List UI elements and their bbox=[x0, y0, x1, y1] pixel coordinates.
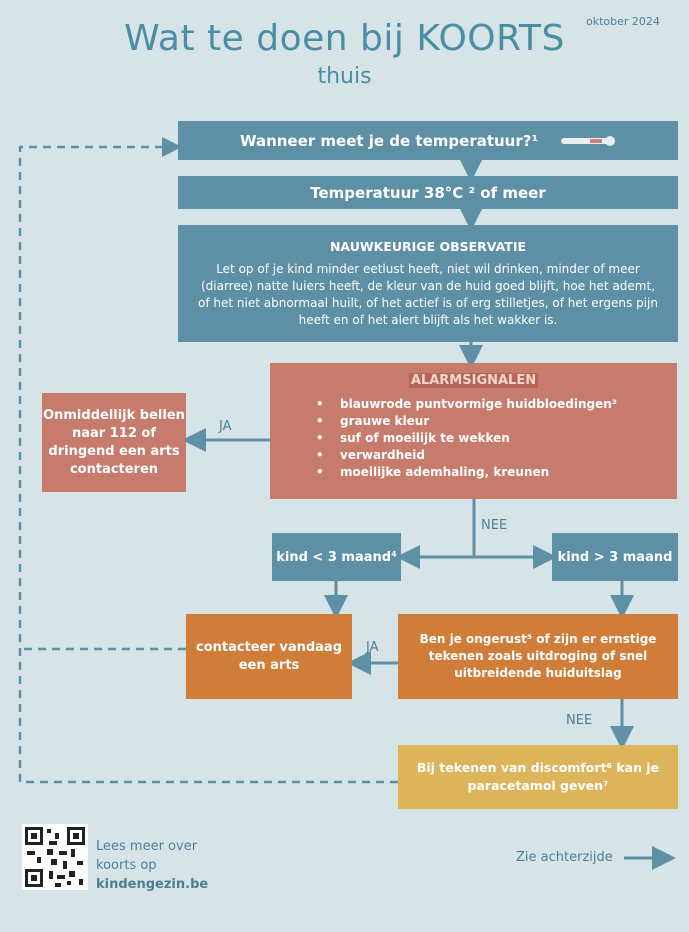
worried-box: Ben je ongerust⁵ of zijn er ernstige tek… bbox=[398, 614, 678, 699]
qr-code-icon[interactable] bbox=[22, 824, 88, 890]
list-item: •blauwrode puntvormige huidbloedingen³ bbox=[316, 397, 618, 411]
footer-line-2: koorts op bbox=[96, 858, 157, 873]
contact-doctor-box: contacteer vandaag een arts bbox=[186, 614, 352, 699]
alarm-heading: ALARMSIGNALEN bbox=[408, 373, 539, 388]
paracetamol-box: Bij tekenen van discomfort⁶ kan je parac… bbox=[398, 745, 678, 809]
no-label: NEE bbox=[566, 713, 593, 728]
see-back-link[interactable]: Zie achterzijde bbox=[516, 850, 613, 865]
list-item: •suf of moeilijk te wekken bbox=[316, 431, 510, 445]
observation-heading: NAUWKEURIGE OBSERVATIE bbox=[329, 239, 527, 254]
footer-line-1: Lees meer over bbox=[96, 839, 198, 854]
measure-box: Wanneer meet je de temperatuur?¹ bbox=[178, 121, 678, 160]
yes-label: JA bbox=[366, 640, 379, 655]
observation-text: Let op of je kind minder eetlust heeft, … bbox=[198, 262, 658, 327]
over-3-months-box: kind > 3 maand bbox=[552, 533, 678, 581]
yes-label: JA bbox=[219, 419, 232, 434]
no-label: NEE bbox=[481, 518, 508, 533]
footer-info: Lees meer over koorts op kindengezin.be bbox=[96, 837, 208, 894]
date-label: oktober 2024 bbox=[586, 15, 660, 28]
temperature-box: Temperatuur 38°C ² of meer bbox=[178, 176, 678, 209]
alarm-box: ALARMSIGNALEN •blauwrode puntvormige hui… bbox=[270, 363, 677, 499]
list-item: •verwardheid bbox=[316, 448, 425, 462]
measure-text: Wanneer meet je de temperatuur?¹ bbox=[239, 131, 539, 150]
list-item: •grauwe kleur bbox=[316, 414, 430, 428]
website-link[interactable]: kindengezin.be bbox=[96, 877, 209, 892]
under-3-months-box: kind < 3 maand⁴ bbox=[272, 533, 401, 581]
observation-box: NAUWKEURIGE OBSERVATIE Let op of je kind… bbox=[178, 225, 678, 342]
thermometer-icon bbox=[561, 135, 616, 146]
page-subtitle: thuis bbox=[317, 64, 372, 89]
page-title: Wat te doen bij KOORTS bbox=[124, 18, 565, 59]
emergency-box: Onmiddellijk bellen naar 112 of dringend… bbox=[42, 393, 186, 492]
alarm-list: •blauwrode puntvormige huidbloedingen³ •… bbox=[316, 396, 617, 481]
list-item: •moeilijke ademhaling, kreunen bbox=[316, 465, 550, 479]
